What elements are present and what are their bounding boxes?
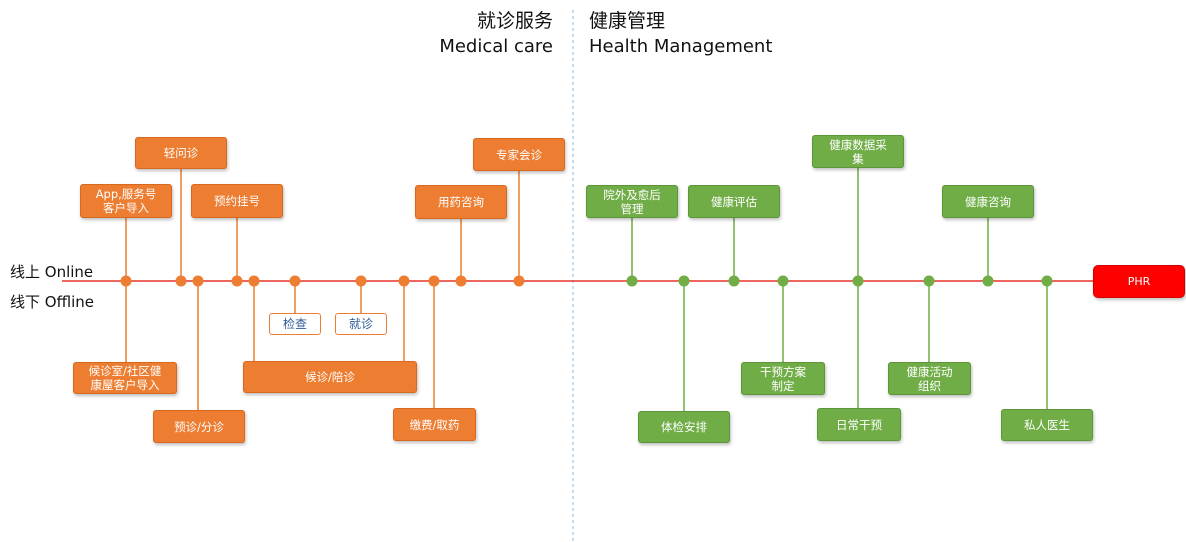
node-medication-consult: 用药咨询: [415, 185, 507, 219]
node-waiting-escort: 候诊/陪诊: [243, 361, 417, 393]
node-light-consult: 轻问诊: [135, 137, 227, 169]
node-daily-intervention: 日常干预: [817, 408, 901, 441]
node-examination: 检查: [269, 313, 321, 335]
node-health-consult: 健康咨询: [942, 185, 1034, 218]
node-private-doctor: 私人医生: [1001, 409, 1093, 441]
orange-dots: [120, 275, 525, 287]
header-health-management-zh: 健康管理: [589, 10, 666, 32]
header-medical-care-en: Medical care: [439, 36, 553, 57]
node-appointment: 预约挂号: [191, 184, 283, 218]
node-phr: PHR: [1093, 265, 1185, 298]
node-health-data-collection: 健康数据采 集: [812, 135, 904, 168]
node-post-discharge: 院外及愈后 管理: [586, 185, 678, 218]
header-health-management-en: Health Management: [589, 36, 773, 57]
node-checkup-arrangement: 体检安排: [638, 411, 730, 443]
green-dots: [626, 275, 1053, 287]
row-label-online: 线上 Online: [10, 263, 94, 281]
node-intervention-plan: 干预方案 制定: [741, 362, 825, 395]
orange-connectors: [125, 168, 520, 410]
node-waiting-room-import: 候诊室/社区健 康屋客户导入: [73, 362, 177, 394]
node-payment-pickup: 缴费/取药: [393, 408, 476, 441]
header-medical-care-zh: 就诊服务: [476, 10, 553, 32]
node-visit: 就诊: [335, 313, 387, 335]
node-expert-consult: 专家会诊: [473, 138, 565, 171]
row-label-offline: 线下 Offline: [10, 293, 94, 311]
green-connectors: [631, 168, 1048, 411]
node-triage: 预诊/分诊: [153, 410, 245, 443]
node-health-assessment: 健康评估: [688, 185, 780, 218]
node-app-import: App,服务号 客户导入: [80, 184, 172, 218]
node-health-activities: 健康活动 组织: [888, 362, 971, 395]
